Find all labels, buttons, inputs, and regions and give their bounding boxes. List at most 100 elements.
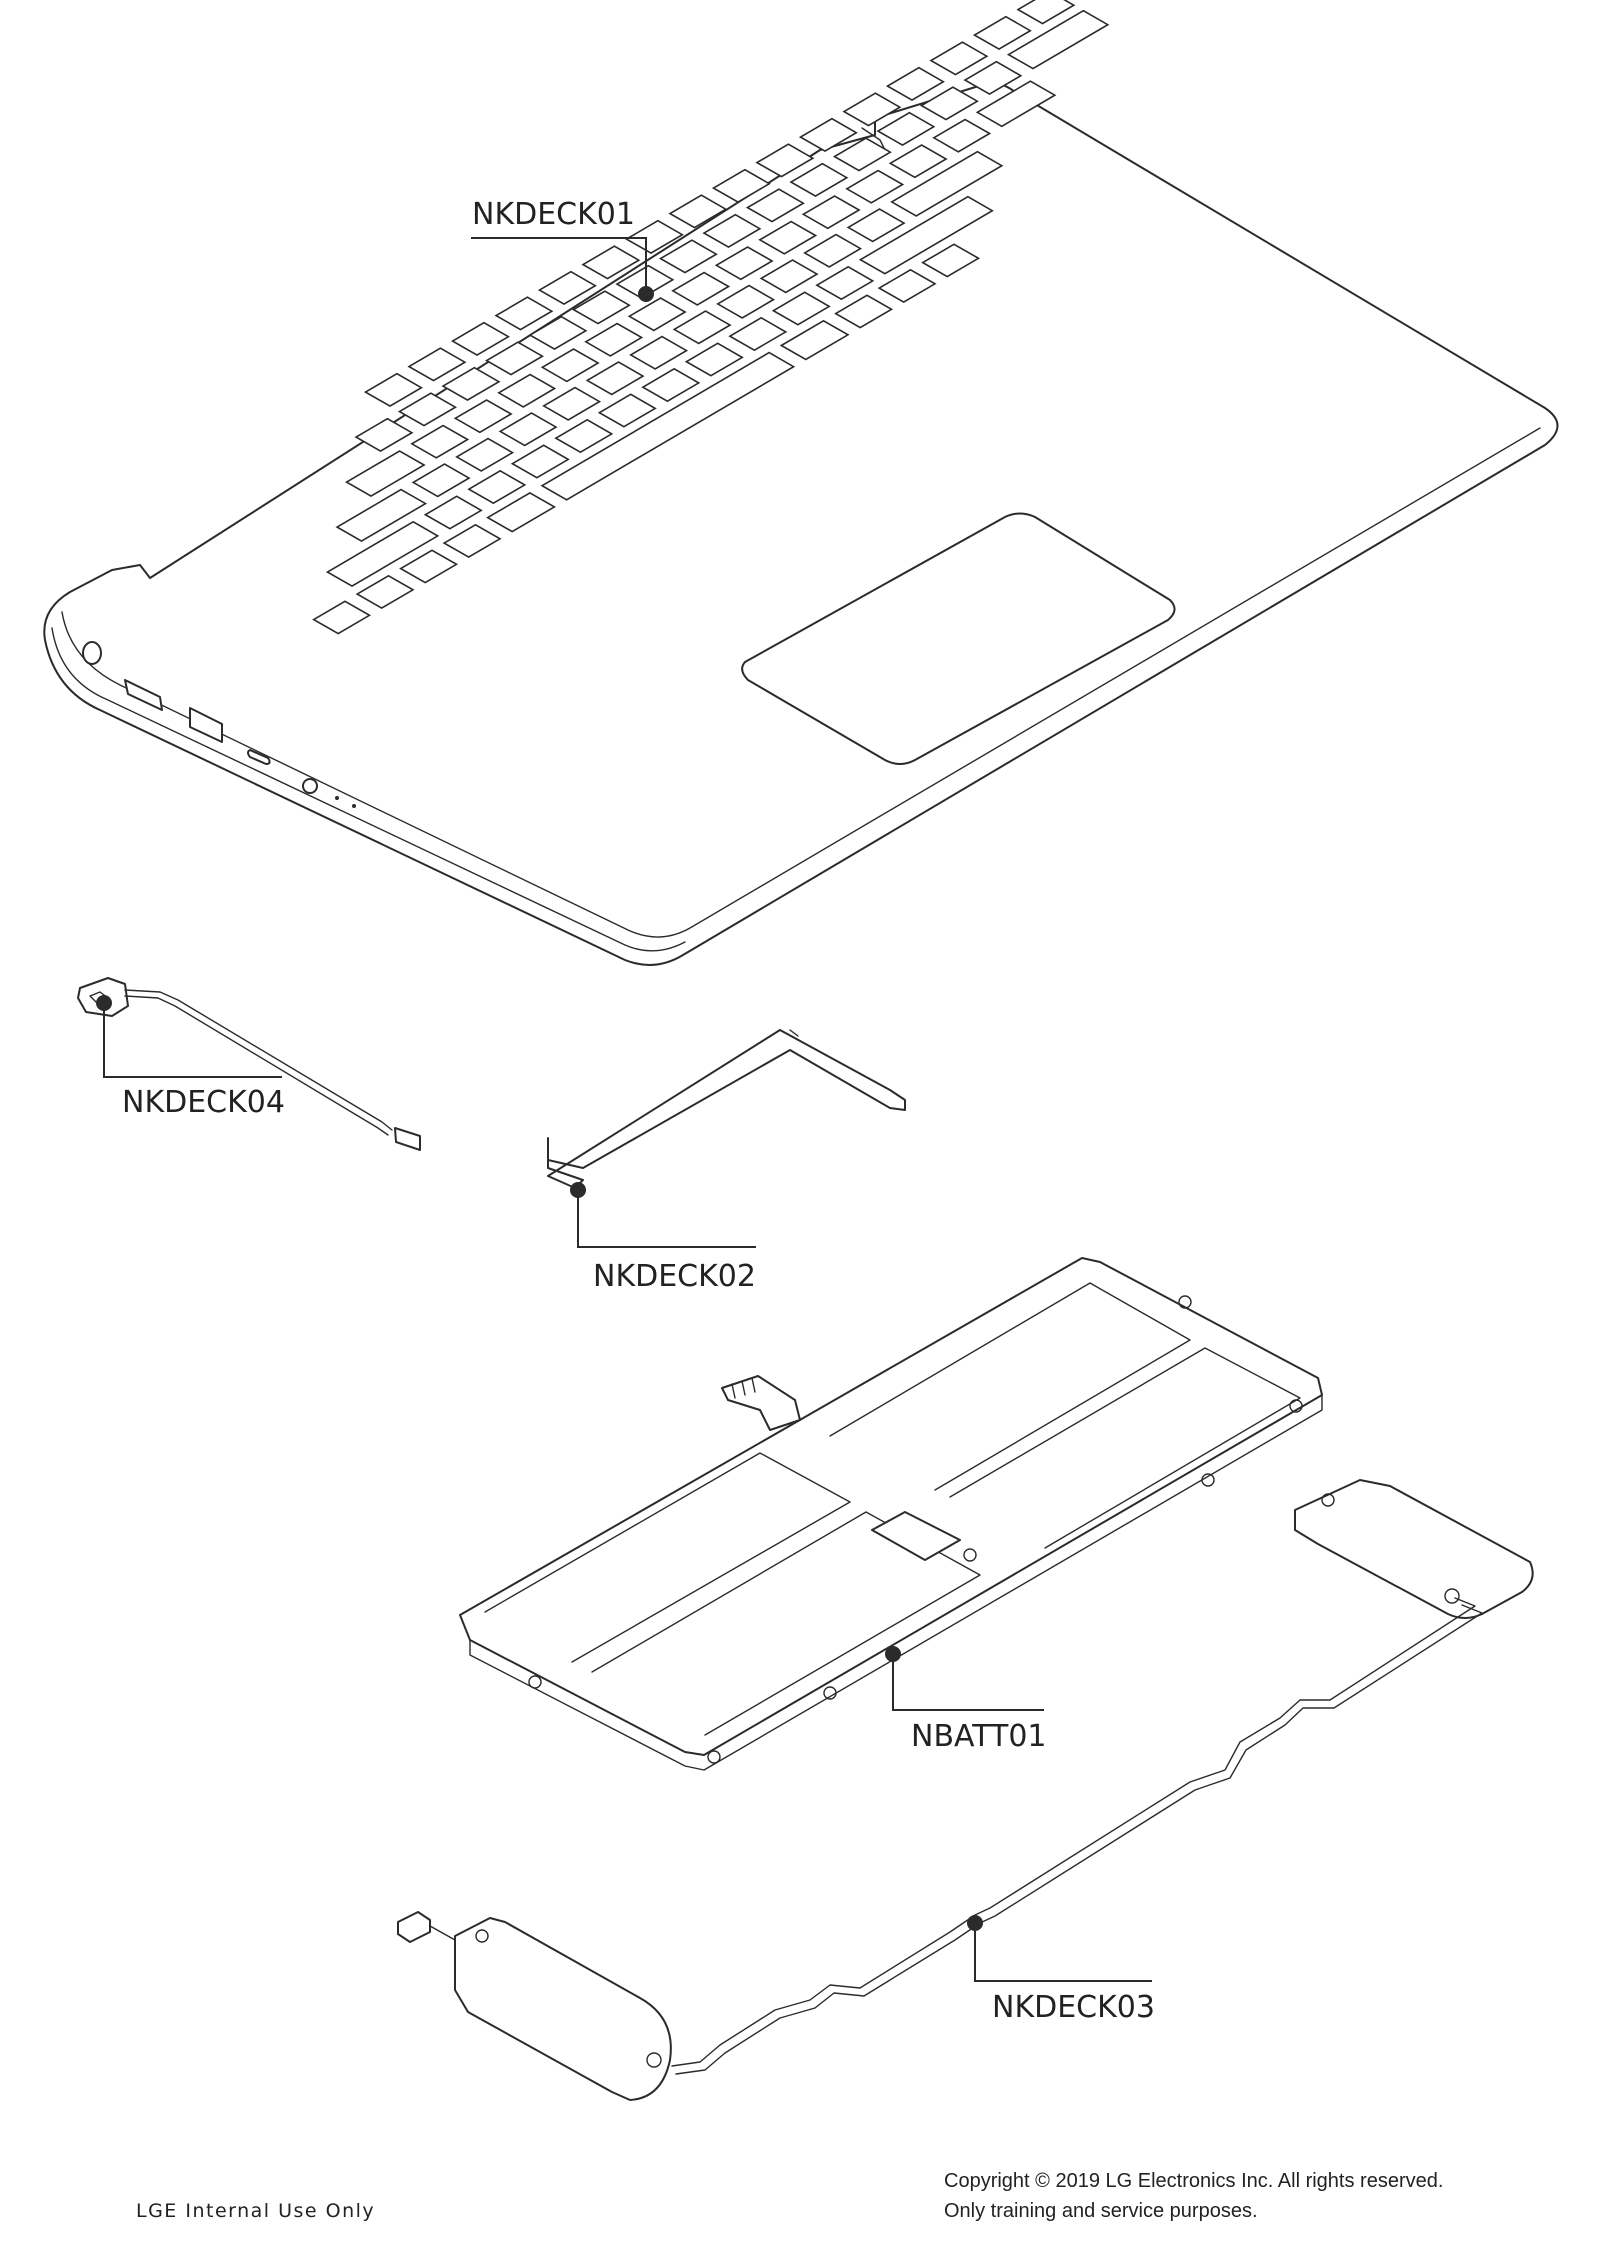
keyboard-key	[671, 271, 731, 306]
keyboard-key	[858, 195, 994, 275]
keyboard-key	[672, 310, 732, 345]
usb-c-port-icon	[247, 749, 271, 765]
keyboard-key	[537, 270, 597, 306]
callout-label-nbatt01: NBATT01	[911, 1719, 1047, 1754]
keyboard-key	[494, 296, 554, 331]
keyboard-key	[441, 366, 501, 402]
keyboard-key	[629, 335, 689, 370]
copyright-line-2: Only training and service purposes.	[944, 2200, 1258, 2222]
callout-label-nkdeck03: NKDECK03	[992, 1990, 1155, 2025]
keyboard-key	[929, 41, 989, 76]
keyboard-key	[842, 92, 902, 127]
keyboard-key	[684, 342, 744, 377]
keyboard-key	[325, 520, 440, 588]
copyright-notice: Copyright © 2019 LG Electronics Inc. All…	[944, 2166, 1443, 2226]
keyboard-key	[877, 268, 937, 304]
keyboard-key	[497, 373, 557, 408]
keyboard-key	[832, 137, 892, 172]
keyboard-key	[554, 418, 614, 454]
keyboard-key	[801, 195, 861, 230]
keyboard-key	[779, 319, 850, 361]
keyboard-key	[919, 86, 979, 121]
hdmi-port-icon	[124, 679, 163, 711]
keyboard-key	[1016, 0, 1076, 25]
keyboard-key	[410, 424, 470, 459]
keyboard-key	[345, 450, 426, 498]
keyboard-key	[890, 150, 1004, 217]
touchpad	[741, 512, 1176, 765]
keyboard-key	[1006, 9, 1110, 70]
keyboard-key	[451, 321, 510, 357]
battery-pack-part	[459, 1257, 1323, 1771]
keyboard-key	[510, 444, 570, 479]
top-cover-keyboard-part	[43, 0, 1559, 966]
keyboard-key	[932, 118, 992, 153]
keyboard-key	[467, 469, 527, 505]
keyboard-key	[399, 549, 459, 584]
keyboard-key	[411, 463, 471, 498]
keyboard-key	[597, 393, 657, 428]
keyboard-key	[668, 194, 728, 229]
callout-dot-nkdeck03	[967, 1915, 983, 1931]
keyboard-key	[423, 495, 483, 530]
keyboard-key	[354, 417, 414, 453]
keyboard-key	[834, 294, 894, 329]
keyboard-key	[581, 245, 641, 280]
copyright-line-1: Copyright © 2019 LG Electronics Inc. All…	[944, 2170, 1444, 2192]
callout-dot-nkdeck04	[96, 995, 112, 1011]
keyboard-key	[972, 15, 1032, 51]
keyboard-key	[442, 523, 502, 559]
keyboard-key	[716, 284, 776, 319]
power-port-icon	[82, 641, 102, 665]
callout-label-nkdeck04: NKDECK04	[122, 1085, 285, 1120]
keyboard-key	[885, 66, 945, 102]
keyboard-key	[585, 361, 645, 396]
keyboard-key	[702, 213, 762, 249]
keyboard-key	[486, 491, 556, 533]
keyboard-key	[455, 437, 515, 472]
keyboard-key	[921, 243, 981, 278]
keyboard-key	[714, 246, 774, 281]
keyboard-key	[624, 219, 684, 255]
keyboard-key	[528, 315, 588, 351]
keyboard-key	[755, 143, 815, 178]
keyboard-key	[540, 348, 600, 383]
keyboard-key	[975, 80, 1057, 128]
keyboard-key	[453, 399, 513, 434]
callout-leaders	[96, 237, 1152, 1982]
usb-a-port-icon	[189, 707, 223, 743]
callout-label-nkdeck02: NKDECK02	[593, 1259, 756, 1294]
keyboard-key	[615, 264, 675, 300]
keyboard-key	[728, 316, 788, 352]
dc-jack-cable-part	[77, 977, 421, 1151]
audio-jack-icon	[302, 778, 318, 794]
keyboard-key	[845, 169, 905, 204]
keyboard-key	[846, 208, 906, 243]
callout-dot-nkdeck01	[638, 286, 654, 302]
keyboard-key	[542, 386, 602, 421]
keyboard-key	[963, 60, 1023, 96]
keyboard-key	[789, 162, 849, 198]
keyboard-key	[335, 488, 428, 543]
keyboard-key	[397, 392, 457, 427]
keyboard-key	[815, 265, 875, 301]
speaker-assembly-part	[397, 1479, 1534, 2101]
keyboard-keys	[312, 0, 1110, 635]
keyboard-key	[759, 259, 819, 294]
keyboard-key	[571, 290, 631, 325]
keyboard-key	[641, 367, 701, 403]
keyboard-key	[540, 351, 796, 501]
keyboard-key	[312, 600, 372, 635]
keyboard-key	[658, 239, 718, 274]
keyboard-key	[771, 291, 831, 326]
internal-use-notice: LGE Internal Use Only	[136, 2200, 376, 2222]
keyboard-key	[758, 220, 818, 255]
keyboard-key	[803, 233, 863, 268]
keyboard-key	[888, 144, 948, 179]
keyboard-key	[355, 574, 415, 610]
keyboard-key	[798, 117, 858, 153]
keyboard-key	[627, 297, 687, 332]
keyboard-key	[584, 322, 644, 357]
callout-dot-nkdeck02	[570, 1182, 586, 1198]
